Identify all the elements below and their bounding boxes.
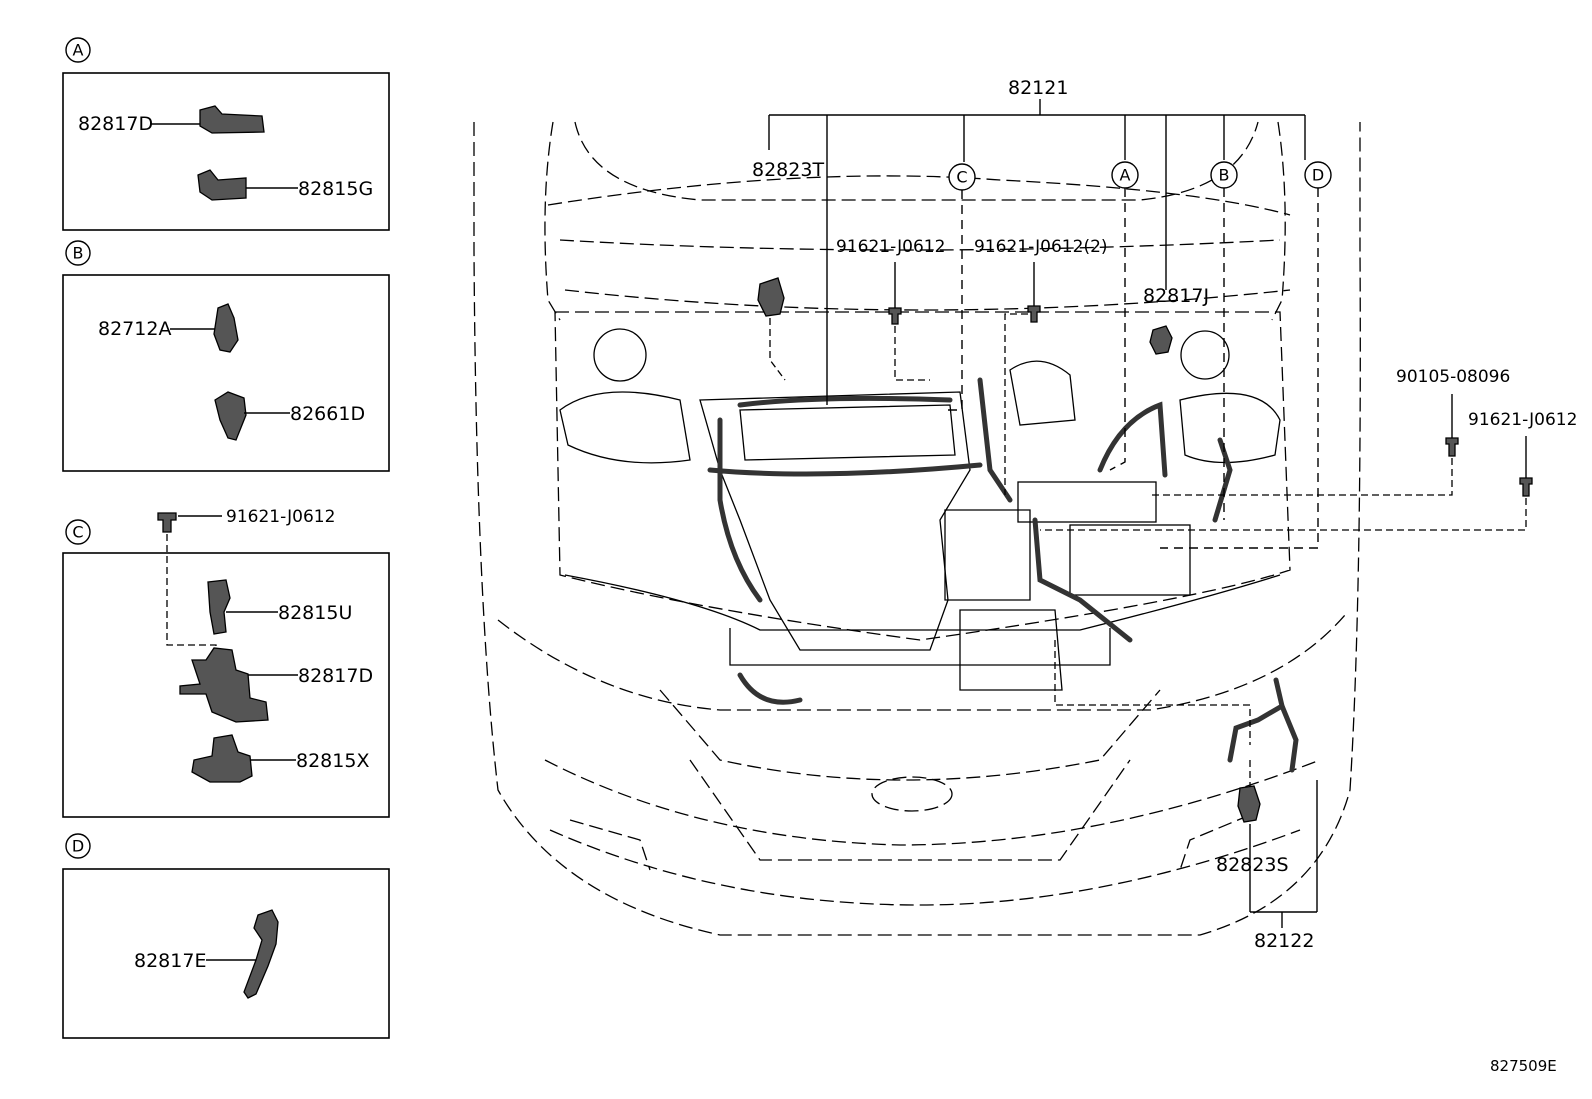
main-callout-letter-a: A [1120,166,1131,185]
connector-socket-icon [207,579,231,635]
part-label-82712a: 82712A [98,318,171,340]
connector-clip-icon [197,169,247,201]
connector-holder-icon [191,734,253,783]
bolt-label-c: 91621-J0612 [226,507,335,527]
bolt-label-3: 91621-J0612 [1468,410,1577,430]
callout-circle-d [65,833,91,859]
connector-plug-icon [213,303,239,353]
part-label-82815g: 82815G [298,178,373,200]
detail-frame-a [62,72,390,231]
callout-letter-b: B [73,244,84,263]
part-label-82815u: 82815U [278,602,352,624]
callout-letter-c: C [72,523,83,542]
bolt-label-2: 91621-J0612(2) [974,237,1108,257]
connector-82817j-icon [1149,325,1173,355]
connector-82823t-icon [757,277,785,317]
vehicle-engine-bay-drawing [473,121,1361,936]
connector-82823s-icon [1237,785,1261,823]
callout-letter-a: A [73,41,84,60]
detail-box-d: D 82817E [62,833,390,1039]
wire-clamp-icon [243,909,279,999]
main-callout-letter-c: C [956,168,967,187]
diagram-reference-code: 827509E [1490,1057,1557,1075]
battery [1069,524,1191,596]
part-label-82817j: 82817J [1143,285,1209,307]
part-label-82122: 82122 [1254,930,1314,952]
grommet-icon [214,391,247,441]
part-label-82817e: 82817E [134,950,206,972]
bolt-3-icon [1519,477,1533,497]
bolt-90105-icon [1445,437,1459,457]
detail-frame-b [62,274,390,472]
callout-circle-b [65,240,91,266]
callout-letter-d: D [72,837,84,856]
part-label-82817d-c: 82817D [298,665,373,687]
main-callout-letter-d: D [1312,166,1324,185]
fuse-box [1017,481,1157,523]
part-label-82817d-a: 82817D [78,113,153,135]
detail-box-b: B 82712A 82661D [62,240,390,472]
detail-box-a: A 82817D 82815G [62,37,390,231]
bolt-icon [157,512,177,533]
part-label-82815x: 82815X [296,750,369,772]
main-callout-letter-b: B [1219,166,1230,185]
callout-circle-c [65,519,91,545]
bolt-2-icon [1027,305,1041,323]
part-label-82661d: 82661D [290,403,365,425]
part-label-82823s: 82823S [1216,854,1289,876]
main-callouts: 82121 C A B D 82823T 91621-J0612 [752,77,1577,952]
junction-block-icon [179,647,269,723]
part-label-82823t: 82823T [752,159,824,181]
detail-frame-d [62,868,390,1039]
part-label-90105-08096: 90105-08096 [1396,367,1510,387]
bolt-label-1: 91621-J0612 [836,237,945,257]
callout-circle-a [65,37,91,63]
bolt-1-icon [888,307,902,325]
detail-frame-c [62,552,390,818]
part-label-82121: 82121 [1008,77,1068,99]
detail-box-c: C 91621-J0612 82815U 82817D 82815X [62,507,390,818]
connector-bracket-icon [199,105,265,134]
